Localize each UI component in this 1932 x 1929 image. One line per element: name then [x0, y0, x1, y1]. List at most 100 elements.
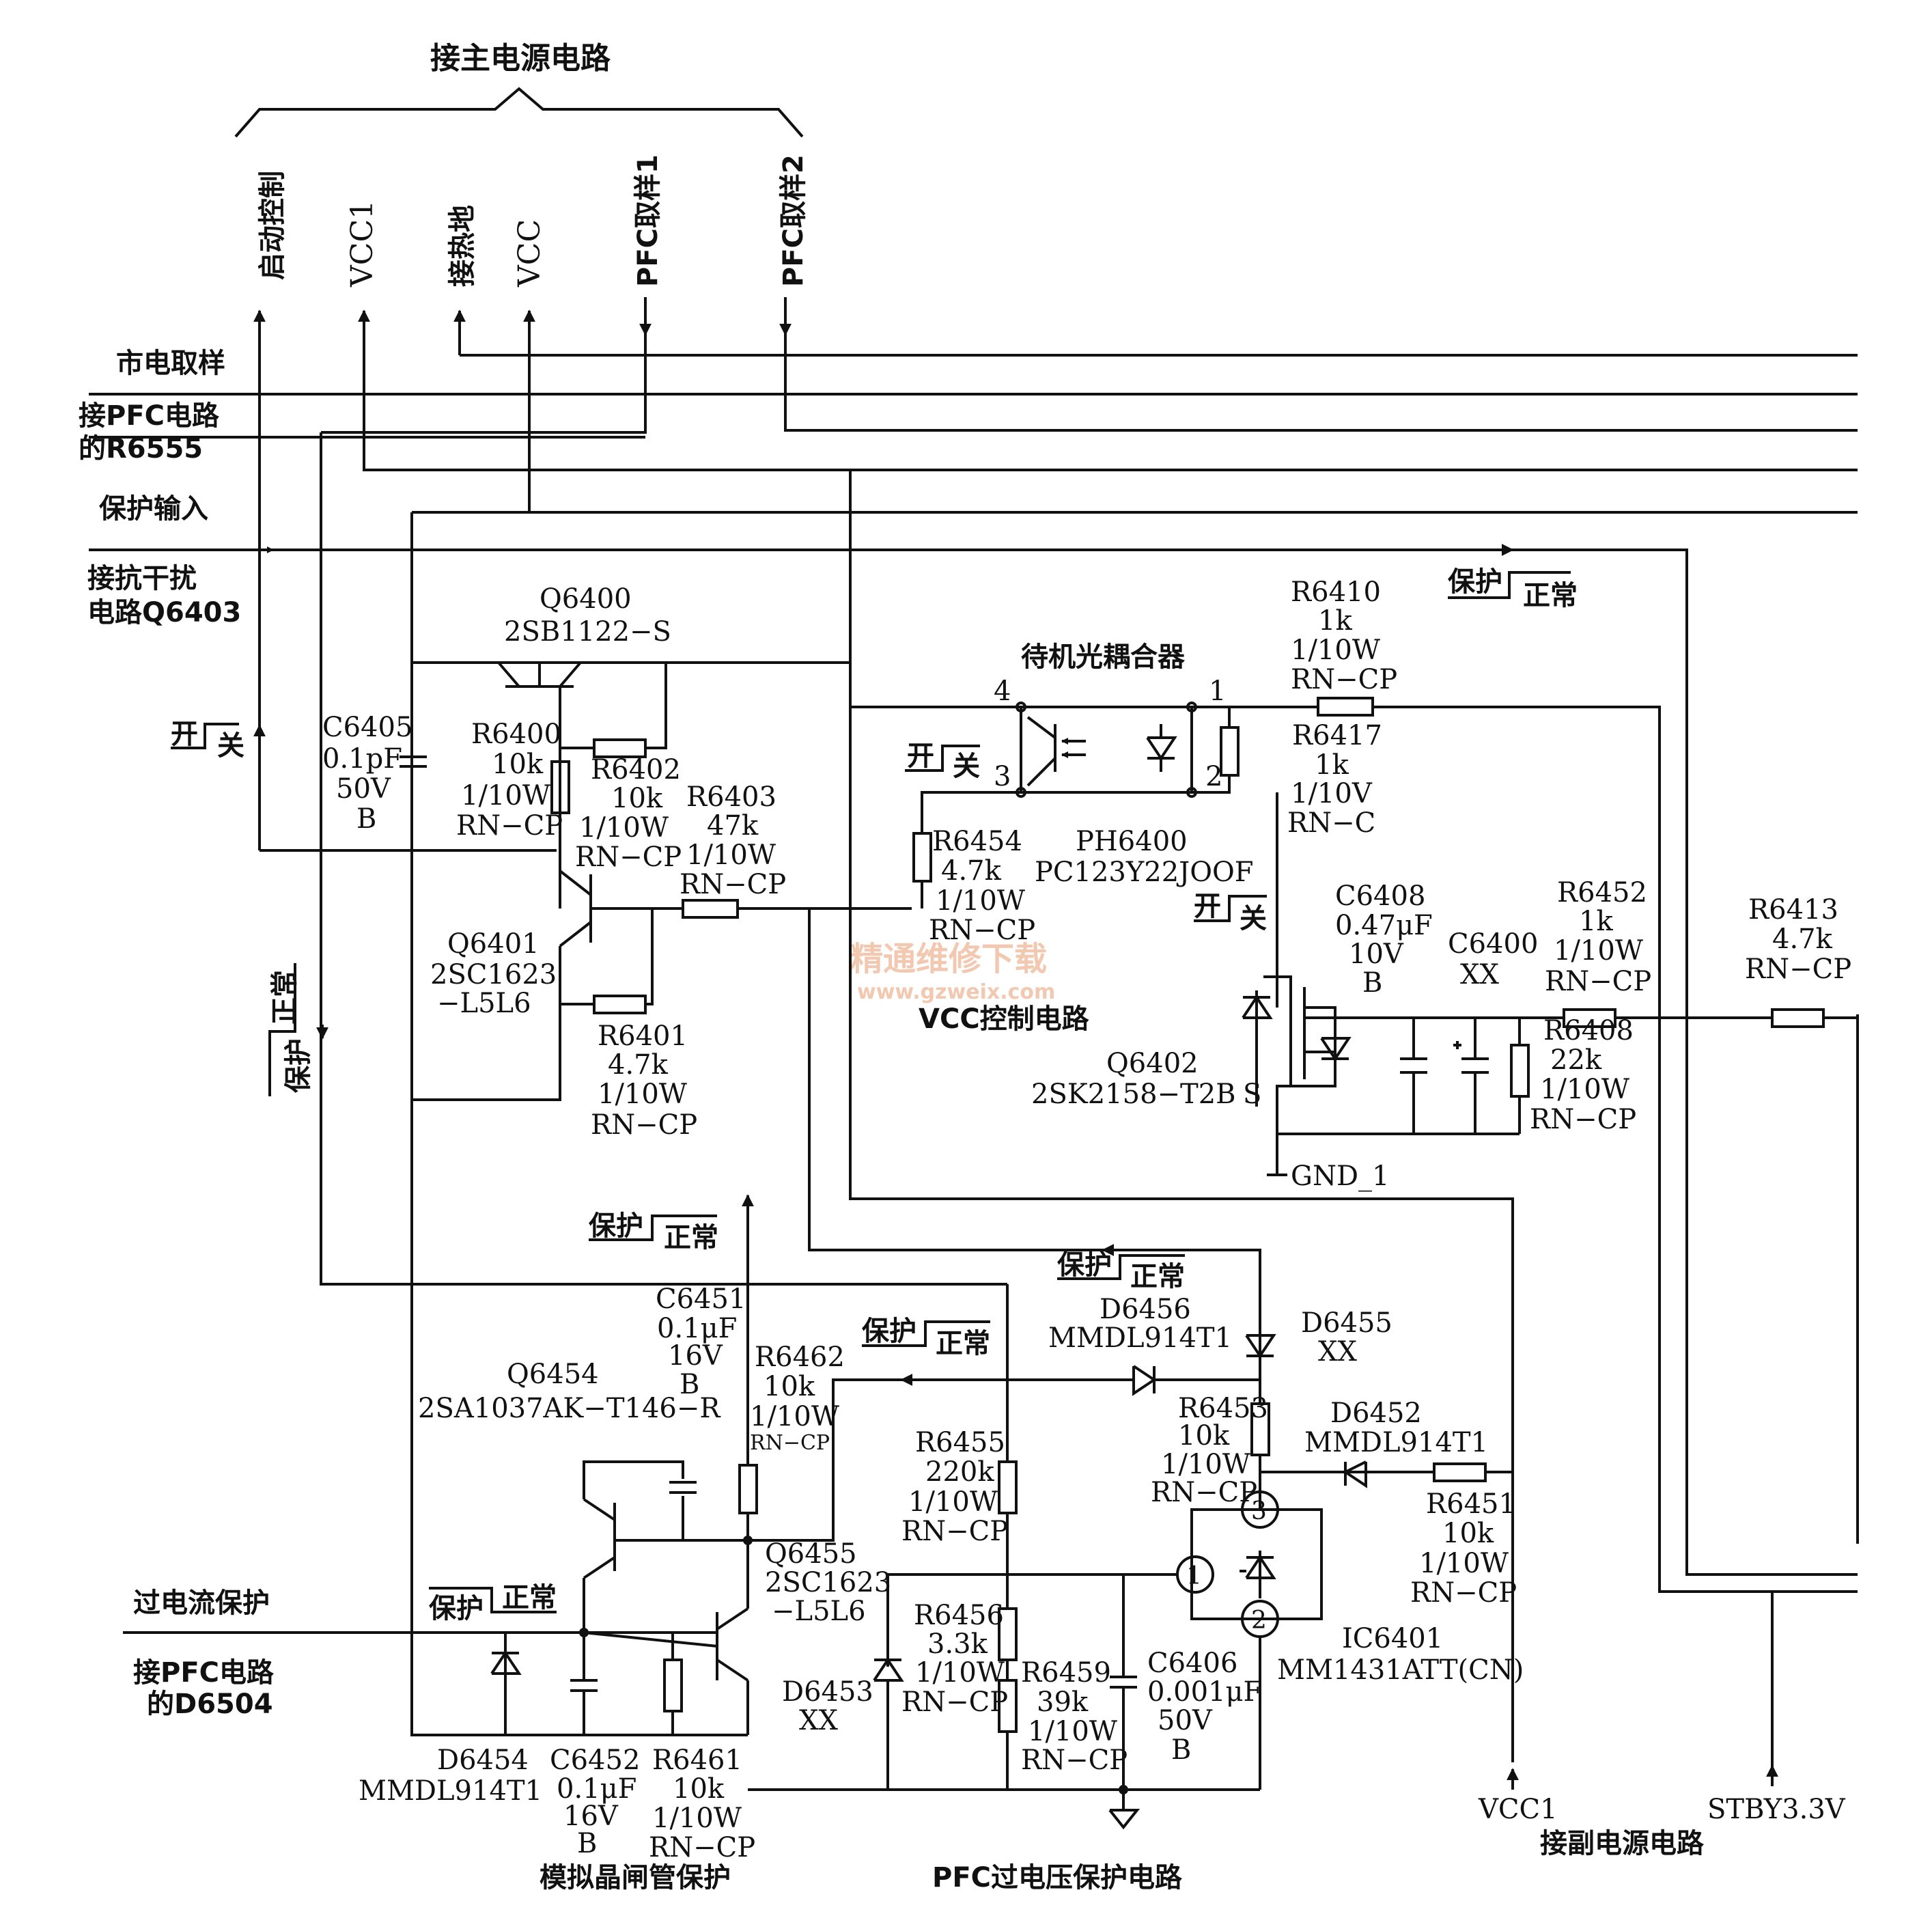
q6400-part: 2SB1122−S — [504, 616, 671, 648]
r6402-name: R6402 — [591, 754, 681, 786]
r6402-power: 1/10W — [579, 812, 669, 844]
label-pfc-d6504-1: 接PFC电路 — [133, 1657, 275, 1689]
tag-close: 关 — [953, 751, 980, 782]
tag-protect-normal-mid: 保护 正常 — [862, 1316, 990, 1359]
ph6400-part: PC123Y22JOOF — [1035, 857, 1254, 888]
c6405-value: 0.1pF — [322, 743, 402, 775]
r6461-type: RN−CP — [649, 1832, 755, 1863]
label-anti-1: 接抗干扰 — [87, 563, 197, 594]
tag-protect: 保护 — [589, 1210, 643, 1242]
q6400-q6401-block — [400, 661, 912, 1101]
r6455-name: R6455 — [915, 1427, 1005, 1458]
r6462-type: RN−CP — [750, 1431, 830, 1455]
r6462-power: 1/10W — [750, 1401, 839, 1432]
r6403-name: R6403 — [686, 781, 776, 813]
label-pfc-r6555-1: 接PFC电路 — [79, 400, 220, 432]
r6455-type: RN−CP — [901, 1516, 1008, 1547]
q6454-name: Q6454 — [507, 1359, 599, 1390]
ic6401-pin-1: 1 — [1186, 1562, 1202, 1590]
r6451-value: 10k — [1442, 1518, 1494, 1549]
q6455-name: Q6455 — [765, 1538, 857, 1570]
q6400-name: Q6400 — [540, 583, 632, 615]
label-scr-prot: 模拟晶闸管保护 — [540, 1862, 731, 1893]
r6413-value: 4.7k — [1772, 924, 1833, 955]
r6408-power: 1/10W — [1540, 1074, 1629, 1105]
r6459-name: R6459 — [1021, 1657, 1111, 1689]
ph6400-optocoupler — [850, 702, 1318, 977]
r6452-power: 1/10W — [1554, 935, 1643, 967]
label-mains: 市电取样 — [116, 348, 225, 379]
c6408-type: B — [1362, 967, 1382, 999]
r6454-name: R6454 — [932, 826, 1022, 857]
r6410-body — [1317, 697, 1374, 717]
pfc-overvoltage — [748, 908, 1513, 1830]
label-vcc-top: VCC — [512, 219, 547, 288]
r6451-type: RN−CP — [1410, 1577, 1517, 1609]
r6453-type: RN−CP — [1151, 1477, 1257, 1508]
q6401-part: 2SC1623 — [430, 959, 557, 990]
r6455-power: 1/10W — [908, 1486, 998, 1518]
d6452-name: D6452 — [1330, 1398, 1422, 1429]
tag-protect: 保护 — [429, 1593, 484, 1624]
r6455-body — [998, 1460, 1018, 1514]
r6452-type: RN−CP — [1545, 966, 1651, 997]
q6402-name: Q6402 — [1106, 1048, 1199, 1079]
c6405-name: C6405 — [322, 712, 412, 743]
r6400-name: R6400 — [471, 719, 561, 750]
label-pfc2: PFC取样2 — [778, 154, 809, 287]
main-power-brace — [234, 87, 804, 138]
ic6401-pins: 3 1 2 — [1176, 1490, 1279, 1638]
pin-1: 1 — [1209, 676, 1226, 707]
label-vcc1-bottom: VCC1 — [1478, 1794, 1558, 1825]
r6452-value: 1k — [1579, 906, 1613, 937]
r6417-name: R6417 — [1292, 720, 1382, 751]
r6459-type: RN−CP — [1021, 1745, 1128, 1776]
d6454-part: MMDL914T1 — [359, 1775, 542, 1807]
r6461-value: 10k — [673, 1773, 725, 1805]
c6451-type: B — [680, 1369, 699, 1400]
tag-close: 关 — [1240, 903, 1267, 934]
r6400-type: RN−CP — [456, 810, 563, 842]
ph6400-name: PH6400 — [1076, 826, 1188, 857]
ic6401-pin-3: 3 — [1251, 1497, 1267, 1525]
r6410-power: 1/10W — [1291, 635, 1380, 666]
r6462-name: R6462 — [755, 1342, 845, 1373]
r6452-name: R6452 — [1557, 877, 1647, 908]
pin-2: 2 — [1205, 761, 1222, 792]
c6405-voltage: 50V — [336, 773, 391, 805]
watermark: 精通维修下载 www.gzweix.com — [850, 940, 1055, 1004]
r6403-body — [682, 899, 739, 919]
tag-normal: 正常 — [936, 1328, 990, 1359]
bottom-ports — [1507, 1592, 1778, 1790]
c6406-type: B — [1171, 1734, 1191, 1766]
r6410-name: R6410 — [1291, 577, 1381, 608]
r6410-value: 1k — [1318, 605, 1352, 637]
r6403-power: 1/10W — [686, 839, 776, 871]
c6408-value: 0.47μF — [1335, 910, 1433, 941]
r6403-value: 47k — [707, 810, 759, 842]
tag-normal: 正常 — [664, 1222, 718, 1253]
tag-protect-normal-pfc: 保护 正常 — [1057, 1249, 1185, 1292]
d6453-value: XX — [799, 1705, 838, 1736]
pin-3: 3 — [994, 761, 1011, 792]
c6452-value: 0.1μF — [557, 1773, 636, 1805]
label-stby: STBY3.3V — [1707, 1794, 1846, 1825]
c6406-value: 0.001μF — [1147, 1676, 1262, 1708]
c6452-name: C6452 — [550, 1745, 640, 1776]
tag-protect: 保护 — [283, 1038, 314, 1093]
r6456-type: RN−CP — [901, 1687, 1008, 1718]
d6452-part: MMDL914T1 — [1304, 1427, 1488, 1458]
tag-open-close-left: 开 关 — [171, 719, 244, 762]
label-hot-gnd: 接热地 — [447, 205, 478, 287]
c6406-name: C6406 — [1147, 1648, 1237, 1679]
label-gnd1: GND_1 — [1291, 1161, 1389, 1192]
tag-open: 开 — [907, 740, 934, 772]
ic6401-name: IC6401 — [1342, 1623, 1443, 1654]
r6451-power: 1/10W — [1419, 1548, 1509, 1579]
tag-open-close-q6402: 开 关 — [1194, 891, 1267, 934]
label-vcc1-top: VCC1 — [345, 200, 380, 288]
r6408-value: 22k — [1550, 1044, 1602, 1076]
r6461-name: R6461 — [652, 1745, 742, 1776]
r6410-type: RN−CP — [1291, 664, 1397, 695]
c6400-name: C6400 — [1448, 928, 1538, 960]
